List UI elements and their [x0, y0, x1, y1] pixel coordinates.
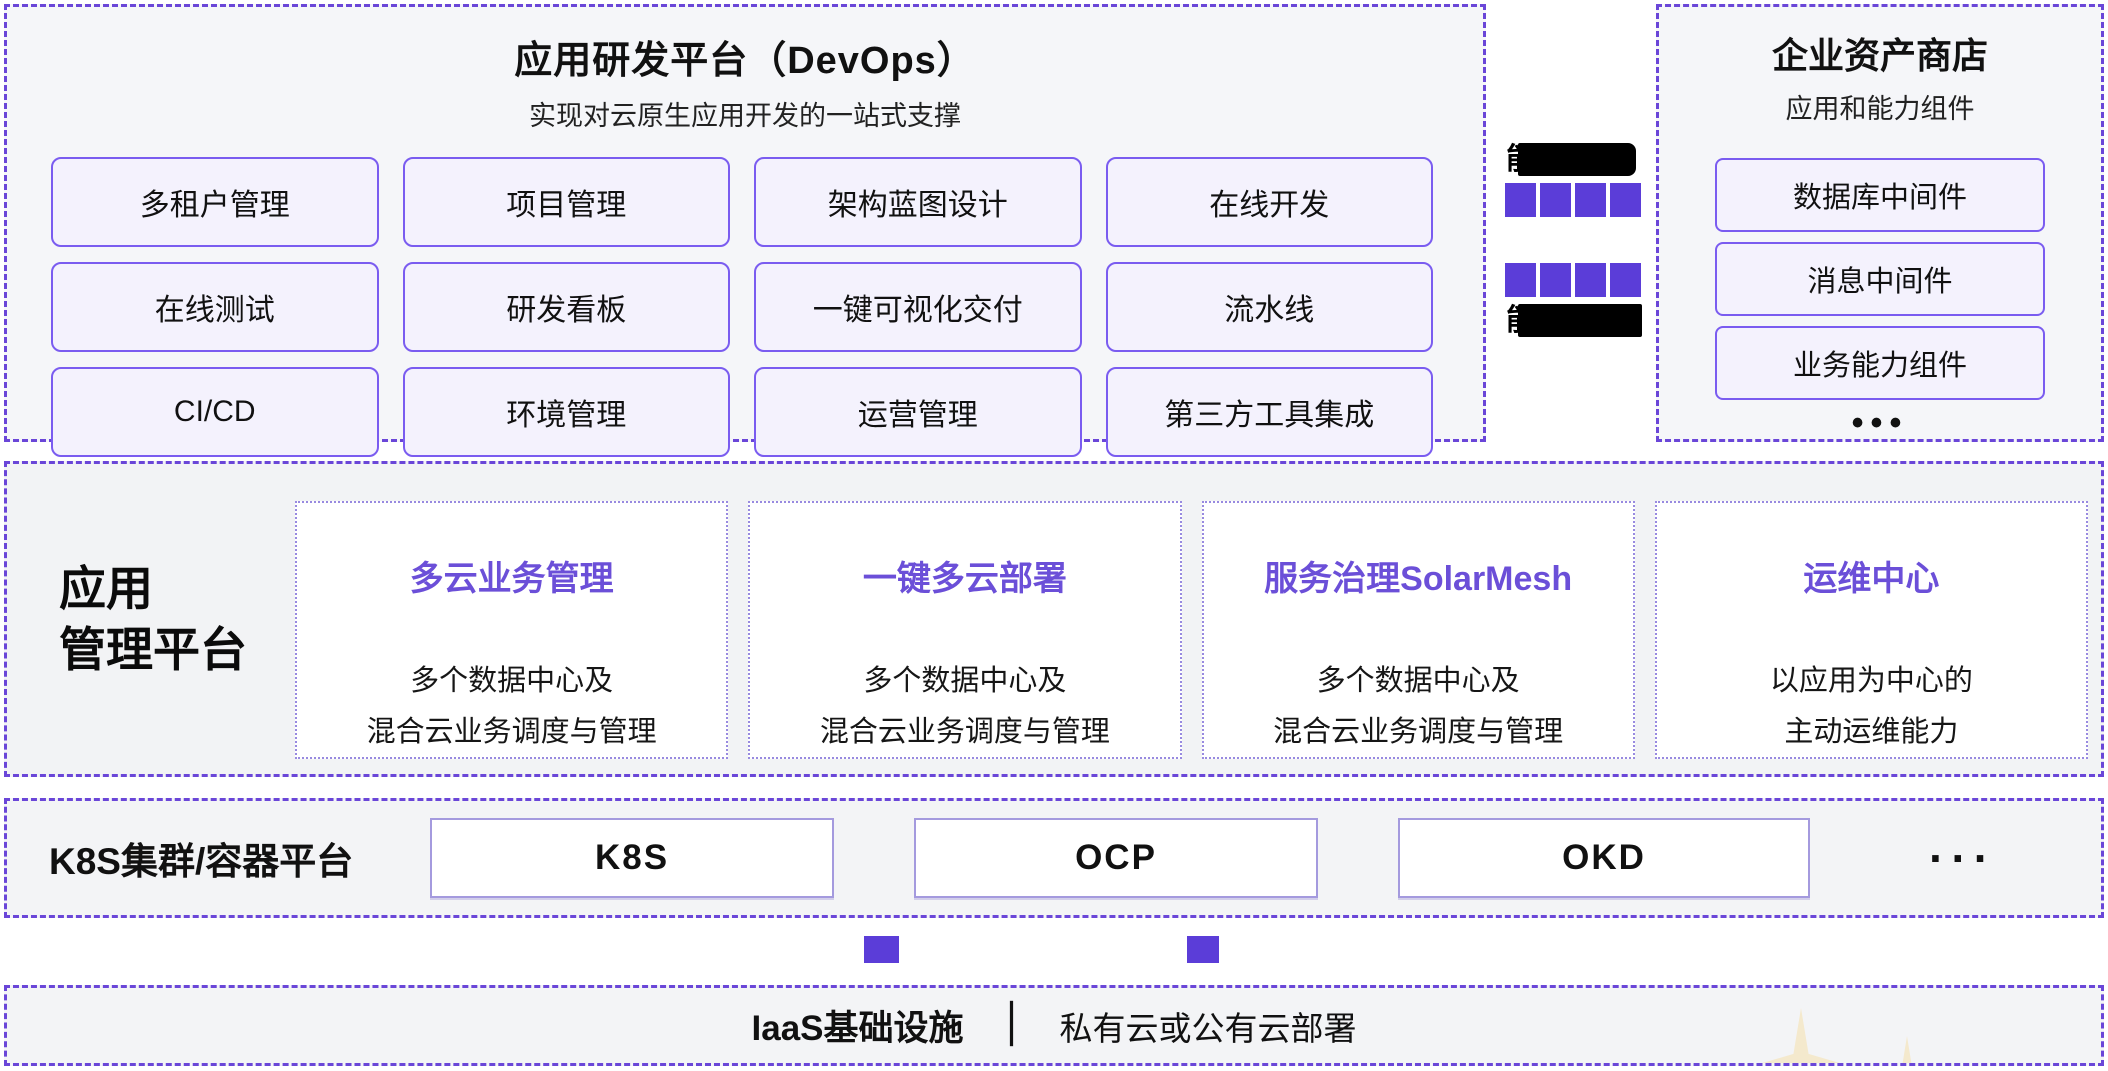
okd-box: OKD [1398, 818, 1810, 898]
card-desc: 多个数据中心及 混合云业务调度与管理 [819, 665, 1110, 748]
devops-feature-3rd-party-tools: 第三方工具集成 [1105, 367, 1433, 457]
iaas-title: IaaS基础设施 [751, 1009, 964, 1048]
k8s-box: K8S [430, 818, 834, 898]
connector-square [1610, 183, 1641, 217]
asset-store-panel: 企业资产商店 应用和能力组件 数据库中间件 消息中间件 业务能力组件 ••• [1656, 4, 2104, 442]
asset-store-list: 数据库中间件 消息中间件 业务能力组件 [1659, 158, 2101, 400]
app-management-label: 应用 管理平台 [59, 464, 247, 774]
card-ops-center: 运维中心 以应用为中心的 主动运维能力 [1654, 501, 2088, 759]
sparkle-decoration [1759, 1008, 1843, 1063]
connector-square [1187, 936, 1219, 963]
redaction-rect [1518, 304, 1642, 337]
card-desc: 多个数据中心及 混合云业务调度与管理 [1273, 665, 1564, 748]
devops-feature-operation-mgmt: 运营管理 [754, 367, 1082, 457]
redaction-rect [1518, 143, 1636, 176]
card-title: 一键多云部署 [862, 560, 1067, 598]
card-multicloud-business: 多云业务管理 多个数据中心及 混合云业务调度与管理 [295, 501, 729, 759]
app-management-band: 应用 管理平台 多云业务管理 多个数据中心及 混合云业务调度与管理 一键多云部署… [4, 461, 2104, 777]
card-desc: 以应用为中心的 主动运维能力 [1769, 665, 1973, 748]
devops-platform-panel: 应用研发平台（DevOps） 实现对云原生应用开发的一站式支撑 多租户管理 项目… [4, 4, 1486, 457]
redacted-bar-bottom: 能工 [1506, 304, 1660, 337]
devops-feature-grid: 多租户管理 项目管理 架构蓝图设计 在线开发 在线测试 研发看板 一键可视化交付… [7, 157, 1483, 457]
k8s-container-band: K8S集群/容器平台 K8S OCP OKD ··· [4, 798, 2104, 918]
card-title: 多云业务管理 [409, 560, 614, 598]
connector-column: 能 能工 [1488, 4, 1654, 442]
ocp-box: OCP [914, 818, 1318, 898]
asset-item-db-middleware: 数据库中间件 [1715, 158, 2045, 232]
devops-feature-multi-tenant: 多租户管理 [51, 157, 379, 247]
k8s-band-label: K8S集群/容器平台 [49, 841, 354, 882]
iaas-separator: ｜ [989, 1000, 1034, 1050]
devops-feature-cicd: CI/CD [51, 367, 379, 457]
redacted-bar-top: 能 [1506, 143, 1636, 176]
devops-feature-rd-kanban: 研发看板 [402, 262, 730, 352]
asset-store-subtitle: 应用和能力组件 [1785, 94, 1975, 124]
arrow-squares-row-up [1505, 263, 1641, 297]
more-platforms-ellipsis: ··· [1929, 832, 1996, 884]
card-service-governance-solarmesh: 服务治理SolarMesh 多个数据中心及 混合云业务调度与管理 [1201, 501, 1635, 759]
devops-feature-pipeline: 流水线 [1105, 262, 1433, 352]
card-title: 运维中心 [1803, 560, 1940, 598]
app-management-label-line2: 管理平台 [59, 623, 247, 676]
app-management-cards: 多云业务管理 多个数据中心及 混合云业务调度与管理 一键多云部署 多个数据中心及… [295, 501, 2088, 759]
connector-square [1505, 183, 1536, 217]
card-desc: 多个数据中心及 混合云业务调度与管理 [366, 665, 657, 748]
more-items-ellipsis: ••• [1851, 404, 1909, 442]
card-oneclick-deploy: 一键多云部署 多个数据中心及 混合云业务调度与管理 [748, 501, 1182, 759]
sparkle-decoration [1879, 1036, 1935, 1063]
connector-square [1575, 263, 1606, 297]
devops-feature-blueprint-design: 架构蓝图设计 [754, 157, 1082, 247]
connector-square [1505, 263, 1536, 297]
asset-store-title: 企业资产商店 [1771, 35, 1988, 76]
connector-square [864, 936, 899, 963]
app-management-label-line1: 应用 [59, 561, 153, 615]
card-title: 服务治理SolarMesh [1264, 560, 1573, 598]
iaas-band: IaaS基础设施 ｜ 私有云或公有云部署 [4, 985, 2104, 1066]
devops-feature-project-mgmt: 项目管理 [402, 157, 730, 247]
devops-panel-subtitle: 实现对云原生应用开发的一站式支撑 [529, 101, 961, 131]
devops-panel-title: 应用研发平台（DevOps） [514, 40, 976, 82]
connector-square [1540, 183, 1571, 217]
asset-item-msg-middleware: 消息中间件 [1715, 242, 2045, 316]
arrow-squares-row-down [1505, 183, 1641, 217]
asset-item-business-capability: 业务能力组件 [1715, 326, 2045, 400]
devops-feature-env-mgmt: 环境管理 [402, 367, 730, 457]
connector-square [1575, 183, 1606, 217]
devops-feature-one-click-delivery: 一键可视化交付 [754, 262, 1082, 352]
devops-feature-online-dev: 在线开发 [1105, 157, 1433, 247]
devops-feature-online-test: 在线测试 [51, 262, 379, 352]
iaas-subtitle: 私有云或公有云部署 [1059, 1009, 1357, 1047]
connector-square [1540, 263, 1571, 297]
connector-square [1610, 263, 1641, 297]
